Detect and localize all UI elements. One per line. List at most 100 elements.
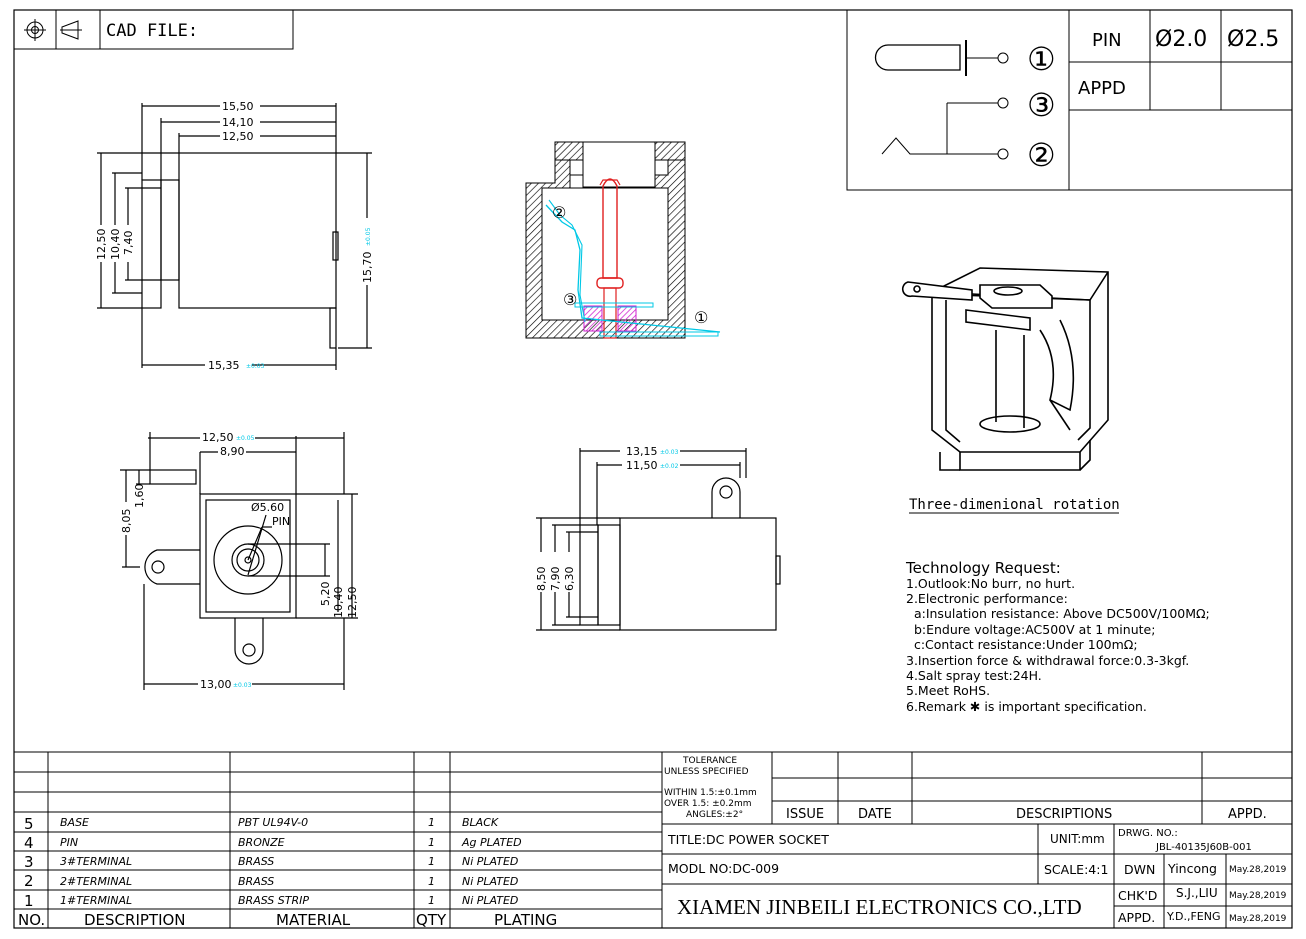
- front-dim-12-50: 12,50: [346, 587, 359, 619]
- chkd-label: CHK'D: [1118, 888, 1157, 903]
- bottom-dim-7-90: 7,90: [549, 567, 562, 592]
- bottom-dim-8-50: 8,50: [535, 567, 548, 592]
- issue-header: ISSUE: [786, 807, 824, 822]
- bom-mat: BRASS: [238, 875, 274, 888]
- pin-num-3: ③: [1027, 86, 1056, 124]
- bom-qty: 1: [428, 875, 435, 888]
- bottom-dim-13-15: 13,15: [626, 445, 658, 458]
- bom-desc: 2#TERMINAL: [60, 875, 132, 888]
- bom-desc: 1#TERMINAL: [60, 894, 132, 907]
- bom-plating: Ag PLATED: [461, 836, 522, 849]
- appd-date: May.28,2019: [1229, 914, 1287, 924]
- bom-qty: 1: [428, 855, 435, 868]
- bottom-dim-13-15-tol: ±0.03: [660, 449, 679, 456]
- bom-no: 3: [24, 853, 34, 871]
- section-label-2: ②: [552, 203, 566, 222]
- front-dim-13-00-tol: ±0.03: [233, 682, 252, 689]
- side-view-dims: 15,50 14,10 12,50 15,35 ±0.03 15,70 ±0.0…: [95, 100, 374, 372]
- tol-line: OVER 1.5: ±0.2mm: [664, 799, 751, 809]
- tol-line: ANGLES:±2°: [686, 810, 743, 820]
- bottom-dim-11-50: 11,50: [626, 459, 658, 472]
- drwg-number: JBL-40135J60B-001: [1155, 842, 1252, 853]
- bom-mat: BRONZE: [238, 836, 285, 849]
- bom-rows: 5 BASE PBT UL94V-0 1 BLACK 4 PIN BRONZE …: [18, 815, 557, 929]
- dwn-date: May.28,2019: [1229, 865, 1287, 875]
- tech-line: 1.Outlook:No burr, no hurt.: [906, 576, 1075, 591]
- side-dim-15-70-tol: ±0.05: [365, 227, 372, 246]
- side-dim-15-70: 15,70: [361, 252, 374, 284]
- descriptions-header: DESCRIPTIONS: [1016, 807, 1112, 822]
- drwg-label: DRWG. NO.:: [1118, 828, 1178, 839]
- front-dim-12-50: 12,50: [202, 431, 234, 444]
- pin-num-2: ②: [1027, 136, 1056, 174]
- bottom-dim-11-50-tol: ±0.02: [660, 463, 679, 470]
- dwn-label: DWN: [1124, 862, 1155, 877]
- side-dim-15-50: 15,50: [222, 100, 254, 113]
- appd-header: APPD.: [1228, 807, 1267, 822]
- scale-label: SCALE:4:1: [1044, 862, 1108, 877]
- projection-symbol-icon: [24, 19, 82, 41]
- front-dim-12-50-tol: ±0.05: [236, 435, 255, 442]
- company-name: XIAMEN JINBEILI ELECTRONICS CO.,LTD: [677, 895, 1082, 919]
- pin-label: PIN: [1092, 30, 1122, 51]
- tech-line: a:Insulation resistance: Above DC500V/10…: [906, 606, 1210, 621]
- pin-schematic: PIN APPD Ø2.0 Ø2.5 ① ③ ②: [846, 9, 1293, 191]
- drawing-title: TITLE:DC POWER SOCKET: [667, 832, 829, 847]
- front-dim-13-00: 13,00: [200, 678, 232, 691]
- bom-desc: BASE: [60, 816, 89, 829]
- tech-line: 5.Meet RoHS.: [906, 683, 990, 698]
- bottom-dim-6-30: 6,30: [563, 567, 576, 592]
- bom-qty: 1: [428, 816, 435, 829]
- bom-header-no: NO.: [18, 911, 45, 929]
- section-label-1: ①: [694, 308, 708, 327]
- tech-title: Technology Request:: [905, 559, 1061, 577]
- pin-size-2: Ø2.5: [1227, 27, 1279, 52]
- tol-line: UNLESS SPECIFIED: [664, 767, 749, 777]
- appd-label-2: APPD.: [1118, 910, 1155, 925]
- bom-no: 4: [24, 834, 34, 852]
- side-dim-left-10-40: 10,40: [109, 229, 122, 261]
- front-dim-10-40: 10,40: [332, 587, 345, 619]
- unit-label: UNIT:mm: [1050, 832, 1105, 846]
- title-block: [662, 752, 1292, 928]
- tech-line: 4.Salt spray test:24H.: [906, 668, 1042, 683]
- front-dim-5-20: 5,20: [319, 582, 332, 607]
- pin-num-1: ①: [1027, 40, 1056, 78]
- chkd-date: May.28,2019: [1229, 891, 1287, 901]
- bom-no: 5: [24, 815, 34, 833]
- tech-line: 6.Remark ✱ is important specification.: [906, 699, 1147, 714]
- section-label-3: ③: [563, 290, 577, 309]
- front-view: [120, 432, 358, 690]
- bom-desc: 3#TERMINAL: [60, 855, 132, 868]
- bom-qty: 1: [428, 836, 435, 849]
- bom-plating: Ni PLATED: [462, 875, 518, 888]
- tech-line: b:Endure voltage:AC500V at 1 minute;: [906, 622, 1155, 637]
- appd-name: Y.D.,FENG: [1166, 910, 1220, 923]
- side-dim-left-7-40: 7,40: [122, 231, 135, 256]
- isometric-view: [901, 267, 1109, 471]
- bom-qty: 1: [428, 894, 435, 907]
- side-dim-15-35: 15,35: [208, 359, 240, 372]
- bom-mat: PBT UL94V-0: [238, 816, 308, 829]
- front-pin-label: PIN: [272, 515, 290, 528]
- bottom-view-dims: 13,15 ±0.03 11,50 ±0.02 8,50 7,90 6,30: [535, 445, 679, 591]
- bom-desc: PIN: [60, 836, 78, 849]
- model-number: MODL NO:DC-009: [668, 861, 779, 876]
- side-dim-15-35-tol: ±0.03: [246, 363, 265, 370]
- bottom-view: [536, 448, 781, 631]
- bom-header-desc: DESCRIPTION: [84, 911, 186, 929]
- pin-size-1: Ø2.0: [1155, 27, 1207, 52]
- sheet-border: [13, 9, 1293, 929]
- bom-header-plating: PLATING: [494, 911, 557, 929]
- front-dim-1-60: 1,60: [133, 484, 146, 509]
- cad-file-label: CAD FILE:: [106, 21, 198, 41]
- bom-plating: Ni PLATED: [462, 855, 518, 868]
- cad-header: CAD FILE:: [13, 9, 294, 50]
- bom-mat: BRASS: [238, 855, 274, 868]
- front-view-dims: 12,50 ±0.05 8,90 Ø5.60 PIN 8,05 1,60 5,2…: [120, 431, 359, 691]
- title-block-text: TOLERANCE UNLESS SPECIFIED WITHIN 1.5:±0…: [664, 756, 1287, 925]
- dwn-name: Yincong: [1167, 861, 1217, 876]
- tech-line: 3.Insertion force & withdrawal force:0.3…: [906, 653, 1189, 668]
- side-dim-14-10: 14,10: [222, 116, 254, 129]
